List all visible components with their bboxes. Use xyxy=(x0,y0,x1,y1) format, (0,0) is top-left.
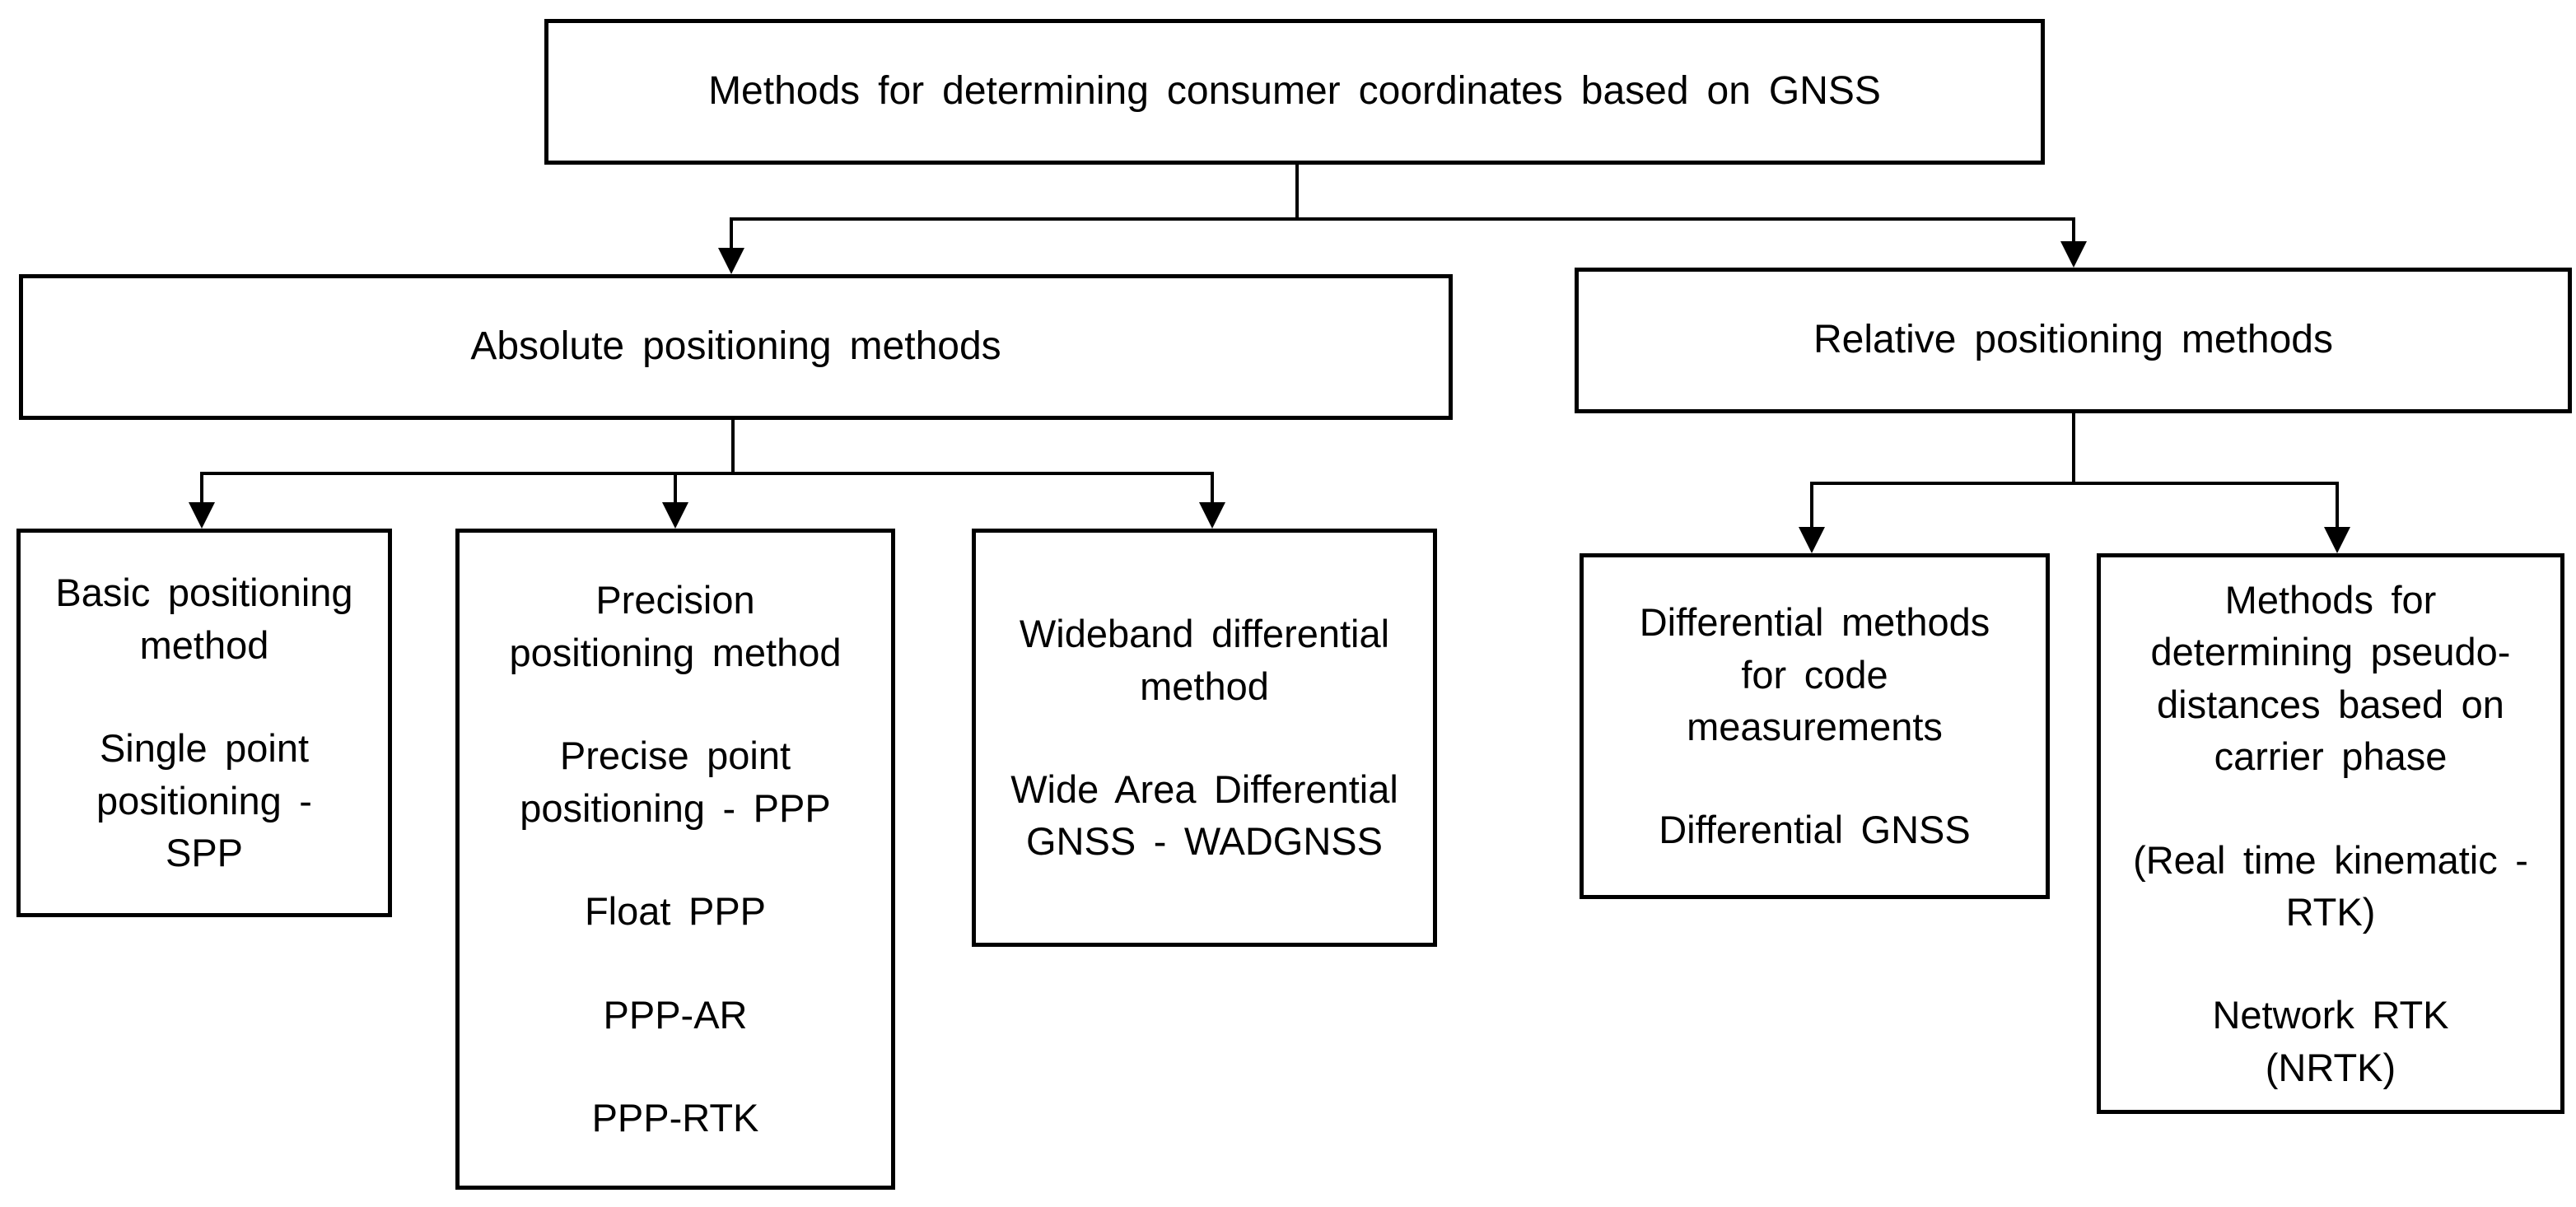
node-basic-detail: Single point positioning - SPP xyxy=(96,726,312,875)
node-precision-ppp-ar: PPP-AR xyxy=(603,992,748,1037)
node-carrier-title: Methods for determining pseudo- distance… xyxy=(2150,577,2511,779)
arrowhead-to-relative xyxy=(2060,241,2087,268)
node-diffcode-detail: Differential GNSS xyxy=(1659,808,1971,852)
node-precision-positioning-method: Precision positioning method Precise poi… xyxy=(455,529,895,1190)
node-carrier-rtk: (Real time kinematic - RTK) xyxy=(2133,837,2528,934)
node-basic-positioning-method: Basic positioning method Single point po… xyxy=(16,529,392,917)
node-basic-title: Basic positioning method xyxy=(55,571,353,667)
node-relative-label: Relative positioning methods xyxy=(1813,318,2333,362)
node-precision-title: Precision positioning method xyxy=(509,578,842,674)
node-absolute-positioning-methods: Absolute positioning methods xyxy=(19,274,1453,420)
arrowhead-to-diffcode xyxy=(1799,527,1825,553)
node-root: Methods for determining consumer coordin… xyxy=(544,19,2045,165)
node-carrier-phase-methods: Methods for determining pseudo- distance… xyxy=(2097,553,2564,1114)
node-relative-positioning-methods: Relative positioning methods xyxy=(1575,268,2572,413)
node-absolute-label: Absolute positioning methods xyxy=(470,324,1001,369)
node-wideband-detail: Wide Area Differential GNSS - WADGNSS xyxy=(1010,767,1398,864)
arrowhead-to-absolute xyxy=(718,248,744,274)
arrowhead-to-basic xyxy=(189,502,215,529)
node-differential-code-methods: Differential methods for code measuremen… xyxy=(1580,553,2050,899)
arrowhead-to-precision xyxy=(662,502,688,529)
arrowhead-to-carrier xyxy=(2324,527,2350,553)
node-precision-float-ppp: Float PPP xyxy=(584,889,767,934)
node-wideband-differential-method: Wideband differential method Wide Area D… xyxy=(972,529,1437,947)
arrowhead-to-wideband xyxy=(1199,502,1225,529)
node-carrier-nrtk: Network RTK (NRTK) xyxy=(2212,993,2449,1089)
node-precision-ppp: Precise point positioning - PPP xyxy=(520,734,831,830)
node-root-label: Methods for determining consumer coordin… xyxy=(708,69,1881,114)
node-precision-ppp-rtk: PPP-RTK xyxy=(591,1096,759,1140)
node-wideband-title: Wideband differential method xyxy=(1019,612,1390,708)
node-diffcode-title: Differential methods for code measuremen… xyxy=(1639,600,1990,748)
